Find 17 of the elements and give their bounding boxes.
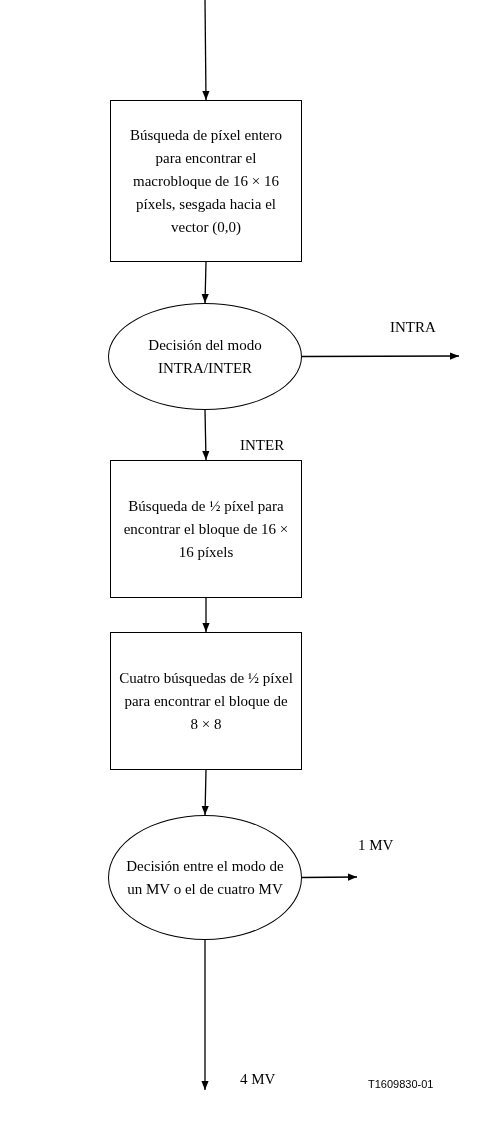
node-text: Búsqueda de ½ píxel para encontrar el bloque de 16 × 16 píxels (122, 496, 290, 562)
process-box (110, 632, 302, 770)
arrow (301, 352, 460, 360)
process-box (110, 460, 302, 598)
node-text: Cuatro búsquedas de ½ píxel para encontrar el bloque de 8 × 8 (119, 668, 293, 734)
arrow (202, 409, 210, 461)
arrow (202, 0, 210, 101)
figure-id: T1609830-01 (368, 1078, 434, 1090)
arrow (201, 769, 209, 816)
arrow (201, 939, 209, 1091)
process-box (110, 100, 302, 262)
arrow (301, 873, 358, 881)
node-text: Decisión entre el modo de un MV o el de cuatro MV (125, 856, 285, 899)
arrow (201, 261, 209, 304)
node-text: Búsqueda de píxel entero para encontrar el macrobloque de 16 × 16 píxels, sesgada hacia el vector (0,0) (128, 125, 283, 237)
node-text: Decisión del modo INTRA/INTER (147, 335, 263, 378)
arrow (202, 597, 210, 633)
